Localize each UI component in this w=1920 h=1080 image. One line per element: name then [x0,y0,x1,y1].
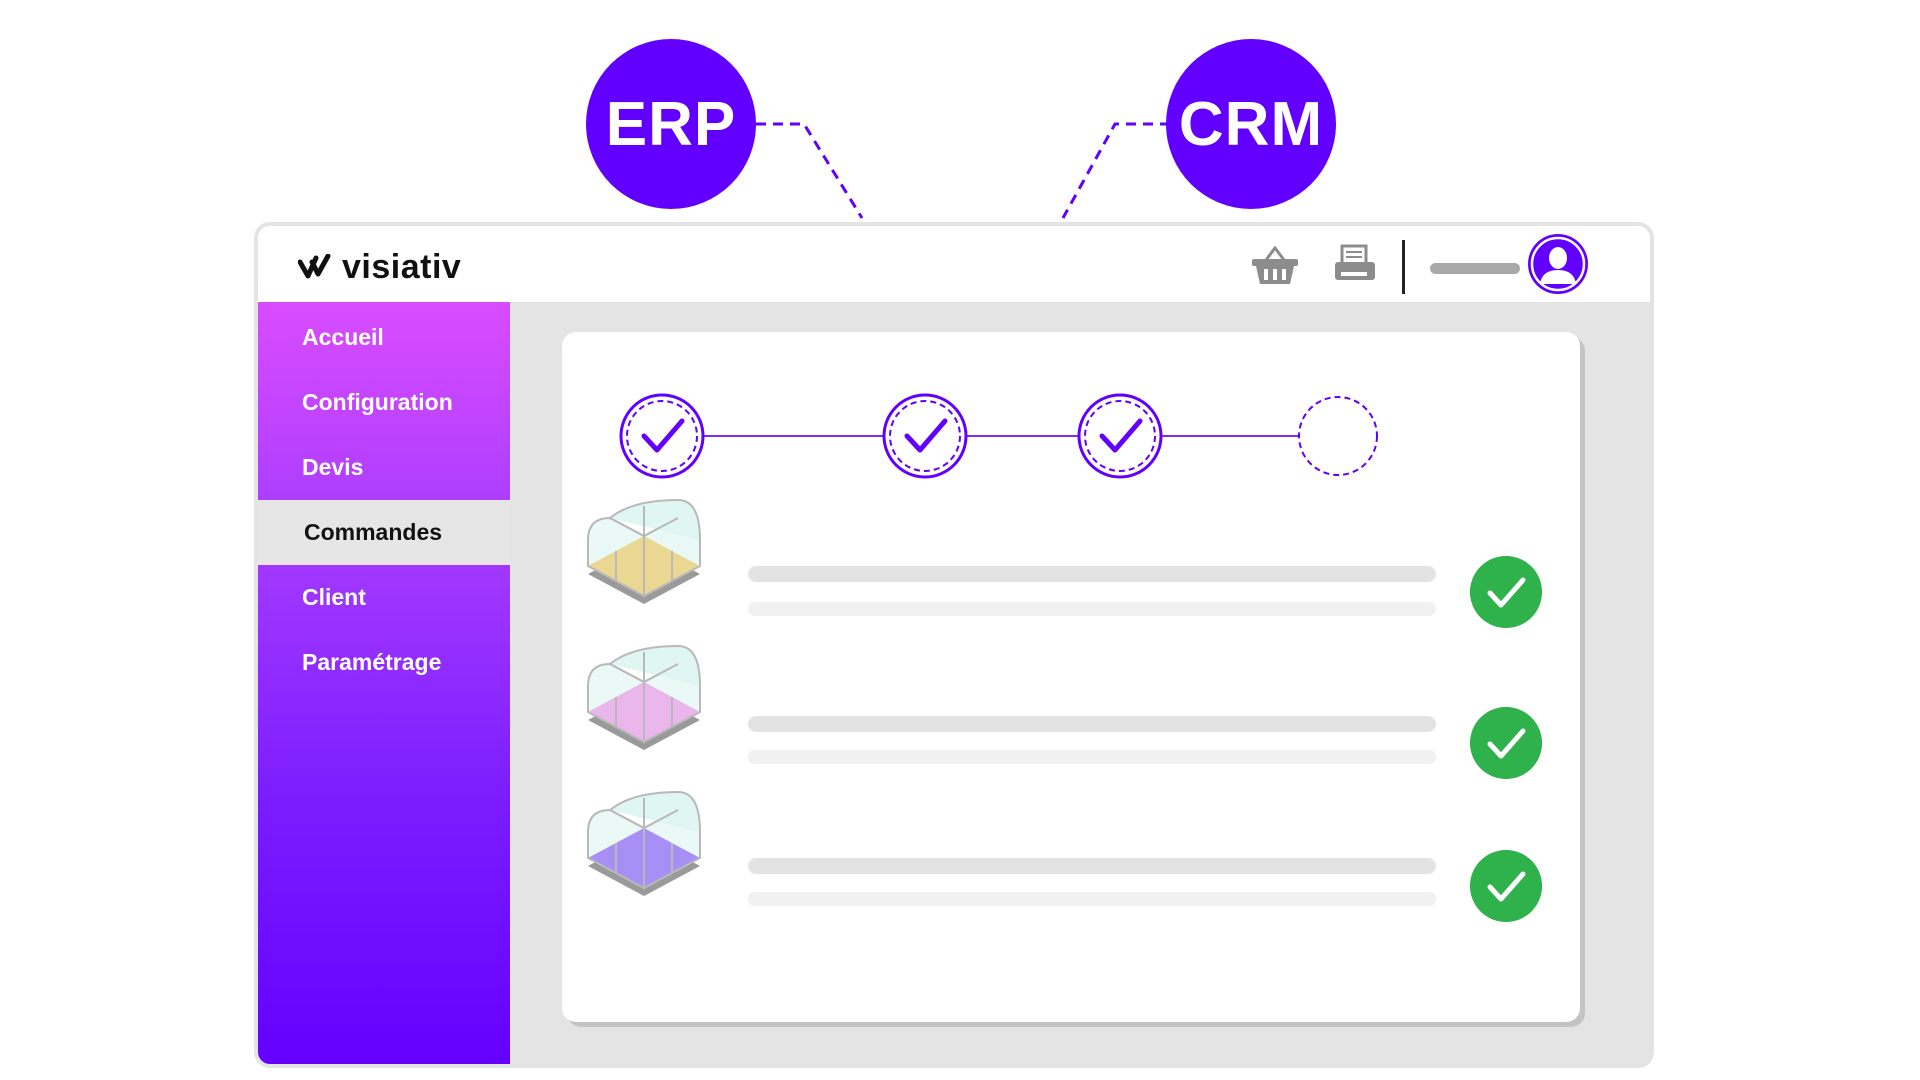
check-icon [1099,418,1143,453]
validated-check-icon [1470,556,1542,628]
crm-badge: CRM [1166,39,1336,209]
greenhouse-icon [587,790,701,896]
validated-check-icon [1470,850,1542,922]
progress-stepper [619,393,1378,479]
brand-name: visiativ [342,248,462,286]
step-4-pending [1298,396,1378,476]
greenhouse-icon [587,644,701,750]
brand-logo[interactable]: visiativ [298,248,461,287]
step-2-completed [882,393,968,479]
toolbar-divider [1402,240,1405,294]
sidebar-item-parametrage[interactable]: Paramétrage [302,649,442,675]
greenhouse-icon [587,498,701,604]
basket-icon[interactable] [1250,246,1300,286]
user-avatar-icon [1530,236,1586,292]
order-detail-placeholder [748,750,1436,764]
sidebar-item-client[interactable]: Client [302,584,366,610]
sidebar-item-configuration[interactable]: Configuration [302,389,453,415]
sidebar: Accueil Configuration Devis Commandes Cl… [258,302,510,1064]
check-icon [904,418,948,453]
erp-badge: ERP [586,39,756,209]
check-icon [641,418,685,453]
order-detail-placeholder [748,602,1436,616]
validated-check-icon [1470,707,1542,779]
step-1-completed [619,393,705,479]
order-title-placeholder [748,716,1436,732]
top-bar: visiativ [258,226,1650,302]
order-title-placeholder [748,858,1436,874]
visiativ-mark-icon [298,253,331,278]
user-avatar[interactable] [1528,234,1588,294]
orders-card [562,332,1580,1022]
app-window: visiativ Accueil Co [254,222,1654,1068]
sidebar-item-devis[interactable]: Devis [302,454,364,480]
user-name-placeholder [1430,263,1520,274]
order-detail-placeholder [748,892,1436,906]
order-title-placeholder [748,566,1436,582]
step-3-completed [1077,393,1163,479]
sidebar-item-commandes[interactable]: Commandes [258,500,510,565]
printer-icon[interactable] [1333,244,1377,288]
sidebar-item-accueil[interactable]: Accueil [302,324,384,350]
